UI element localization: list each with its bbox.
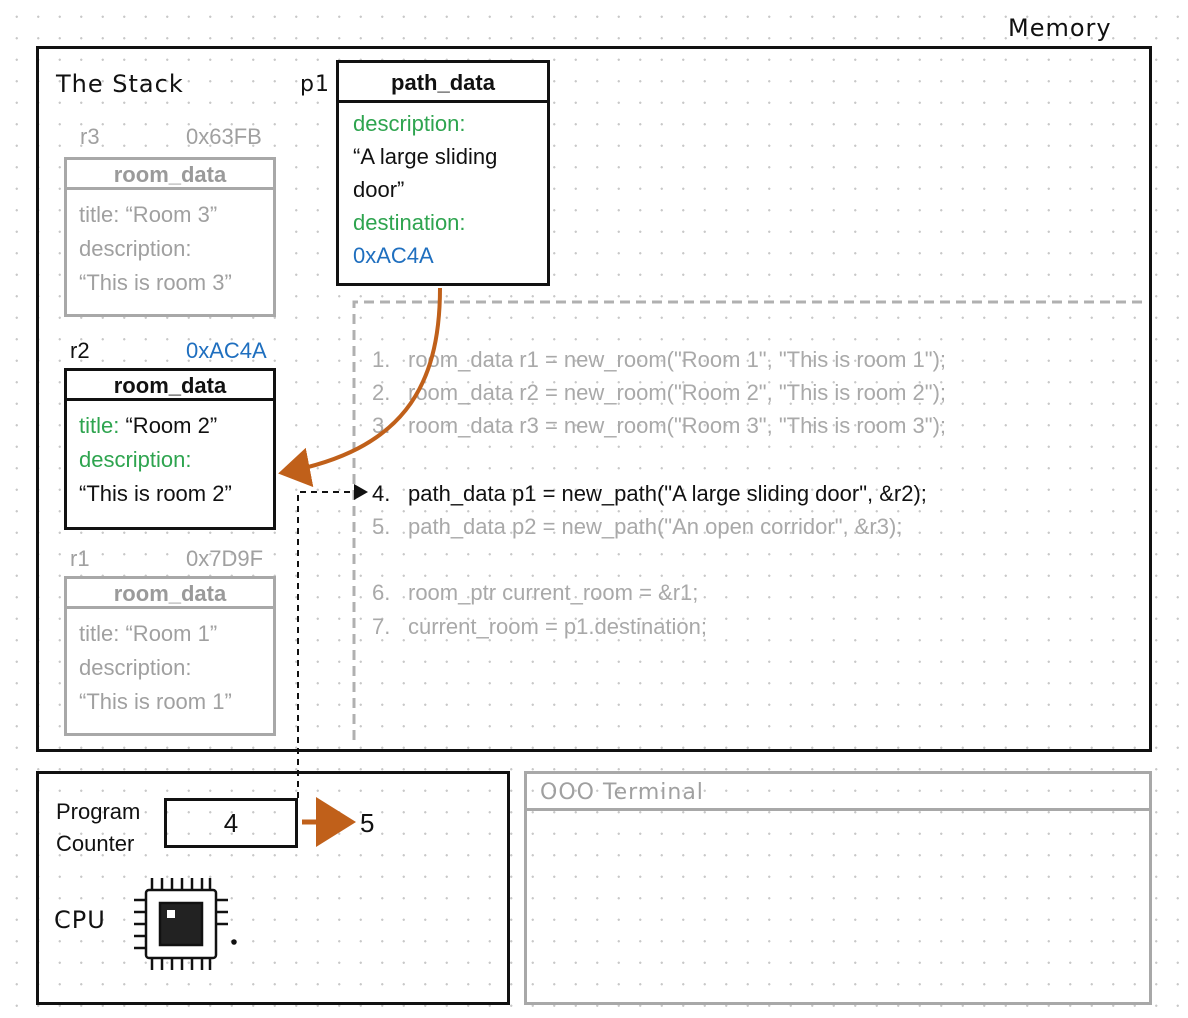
program-counter-next: 5	[360, 808, 375, 838]
code-line-5: 5.path_data p2 = new_path("An open corri…	[372, 514, 903, 539]
terminal-title: OOO Terminal	[540, 780, 704, 805]
field-value-description: “This is room 2”	[79, 481, 232, 506]
code-line-3: 3.room_data r3 = new_room("Room 3", "Thi…	[372, 413, 947, 438]
code-area-frame	[352, 300, 1146, 740]
path-data-p1: path_data description: “A large sliding …	[336, 60, 550, 286]
field-label-title: title:	[79, 413, 120, 438]
struct-type-label: path_data	[339, 63, 547, 103]
room-data-r1: room_data title: “Room 1” description: “…	[64, 576, 276, 736]
field-value-title: “Room 3”	[125, 202, 218, 227]
code-line-2: 2.room_data r2 = new_room("Room 2", "Thi…	[372, 380, 947, 405]
r2-address: 0xAC4A	[186, 338, 267, 363]
field-value-title: “Room 2”	[125, 413, 218, 438]
room-data-r3: room_data title: “Room 3” description: “…	[64, 157, 276, 317]
terminal-title-divider	[527, 808, 1149, 811]
field-label-description: description:	[79, 236, 192, 261]
r3-address: 0x63FB	[186, 124, 262, 149]
field-label-title: title:	[79, 621, 120, 646]
r1-address: 0x7D9F	[186, 546, 264, 571]
code-line-4-current: 4.path_data p1 = new_path("A large slidi…	[372, 481, 927, 506]
code-line-6: 6.room_ptr current_room = &r1;	[372, 580, 699, 605]
code-line-7: 7.current_room = p1.destination;	[372, 614, 708, 639]
field-label-description: description:	[353, 111, 466, 136]
room-data-r2: room_data title: “Room 2” description: “…	[64, 368, 276, 530]
field-value-description-line2: door”	[353, 177, 405, 202]
r1-var-label: r1	[70, 546, 90, 571]
field-value-destination: 0xAC4A	[353, 243, 434, 268]
stack-label: The Stack	[56, 70, 184, 98]
cpu-panel	[36, 771, 510, 1005]
field-label-destination: destination:	[353, 210, 466, 235]
field-label-description: description:	[79, 655, 192, 680]
struct-type-label: room_data	[67, 160, 273, 190]
memory-panel	[36, 46, 1152, 752]
program-counter-label: Program Counter	[56, 799, 141, 856]
struct-type-label: room_data	[67, 371, 273, 401]
cpu-chip-icon	[134, 878, 237, 970]
struct-type-label: room_data	[67, 579, 273, 609]
r2-var-label: r2	[70, 338, 90, 363]
field-value-title: “Room 1”	[125, 621, 218, 646]
pc-to-line-link	[297, 484, 368, 798]
field-value-description-line1: “A large sliding	[353, 144, 498, 169]
code-line-1: 1.room_data r1 = new_room("Room 1", "Thi…	[372, 347, 947, 372]
memory-title: Memory	[1008, 14, 1112, 42]
terminal-window	[524, 771, 1152, 1005]
field-label-description: description:	[79, 447, 192, 472]
field-value-description: “This is room 1”	[79, 689, 232, 714]
pointer-arrow	[278, 287, 442, 488]
field-label-title: title:	[79, 202, 120, 227]
cpu-label: CPU	[54, 906, 106, 934]
p1-var-label: p1	[300, 72, 330, 97]
r3-var-label: r3	[80, 124, 100, 149]
field-value-description: “This is room 3”	[79, 270, 232, 295]
program-counter-value: 4	[164, 798, 298, 848]
